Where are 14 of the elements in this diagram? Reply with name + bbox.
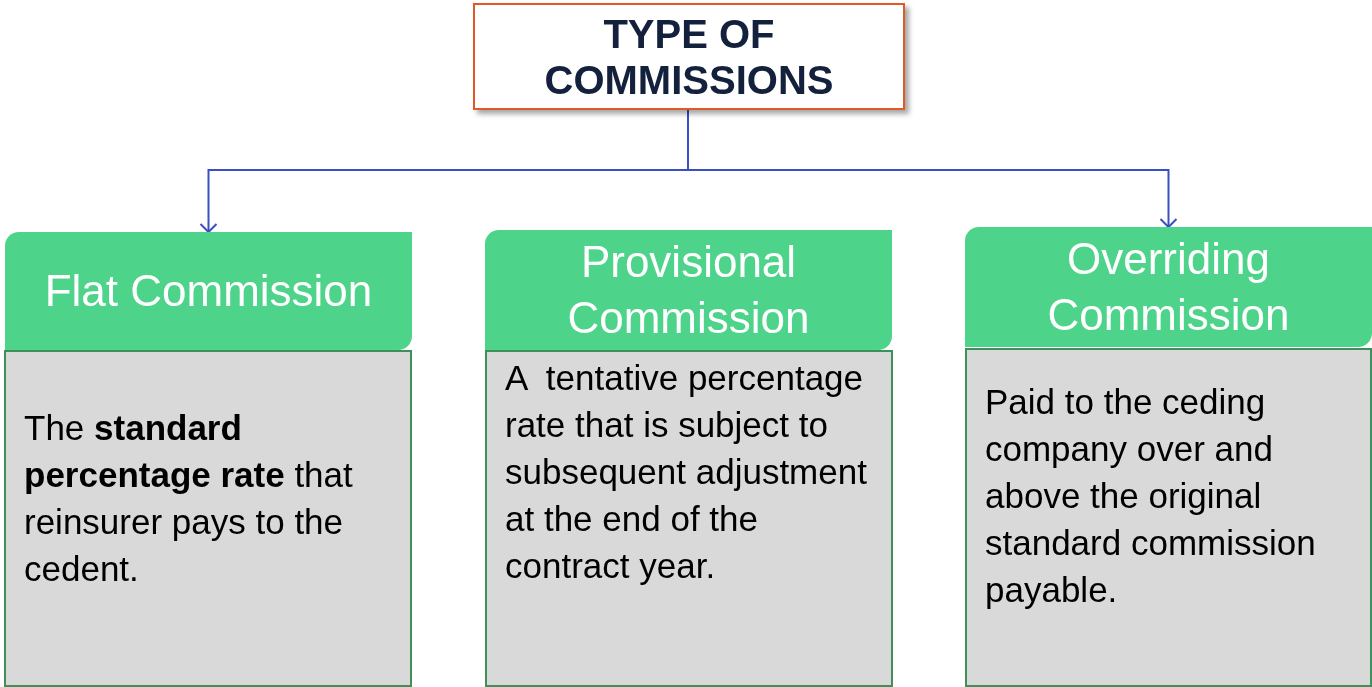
header-tab [485,230,892,350]
header-text: Overriding Commission [1046,233,1291,341]
description-box [965,348,1372,687]
description-box [4,350,412,687]
header-tab [965,227,1372,347]
description-box [485,350,893,687]
description-text: Paid to the ceding company over and above the original standard commission payable. [985,381,1317,611]
description-text: A tentative percentage rate that is subject to subsequent adjustment at the end of the contract year. [505,357,868,587]
header-text: Provisional Commission [566,236,811,344]
header-tab [5,232,412,350]
title-text: TYPE OF COMMISSIONS [543,10,835,103]
description-text: The standard percentage rate that reinsurer pays to the cedent. [24,407,354,590]
header-text: Flat Commission [44,265,373,317]
title-box [473,3,905,110]
